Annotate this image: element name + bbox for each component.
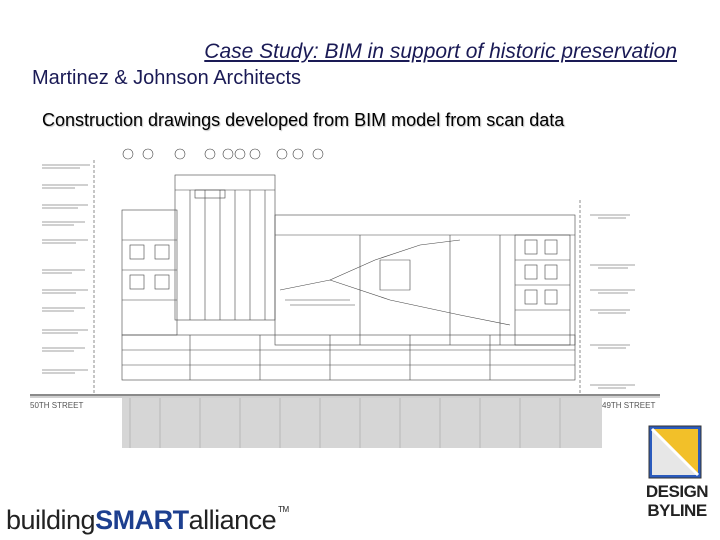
bsa-logo-part1: building [6, 505, 96, 535]
building-section-drawing: 50TH STREET 49TH STREET [30, 148, 660, 448]
fly-tower [174, 174, 276, 321]
left-annotations [42, 160, 95, 395]
foundation-soil [122, 398, 602, 448]
lower-levels [121, 334, 576, 381]
right-street-label: 49TH STREET [602, 401, 655, 410]
design-byline-line1: DESIGN [645, 482, 709, 501]
design-byline-logo-icon [648, 425, 702, 479]
right-annotations [579, 200, 635, 395]
drawing-caption: Construction drawings developed from BIM… [42, 110, 565, 130]
bsa-logo-part3: alliance [188, 505, 277, 535]
bsa-logo-tm: TM [278, 505, 289, 514]
design-byline-text: DESIGN BYLINE [640, 482, 714, 520]
slide-title: Case Study: BIM in support of historic p… [204, 40, 677, 63]
left-street-label: 50TH STREET [30, 401, 83, 410]
auditorium-body [274, 214, 576, 346]
bsa-logo-part2: SMART [95, 505, 189, 535]
design-byline-line2: BYLINE [647, 501, 707, 520]
left-floors [121, 209, 178, 336]
grid-bubbles [122, 148, 324, 160]
slide-subtitle: Martinez & Johnson Architects [32, 67, 302, 89]
